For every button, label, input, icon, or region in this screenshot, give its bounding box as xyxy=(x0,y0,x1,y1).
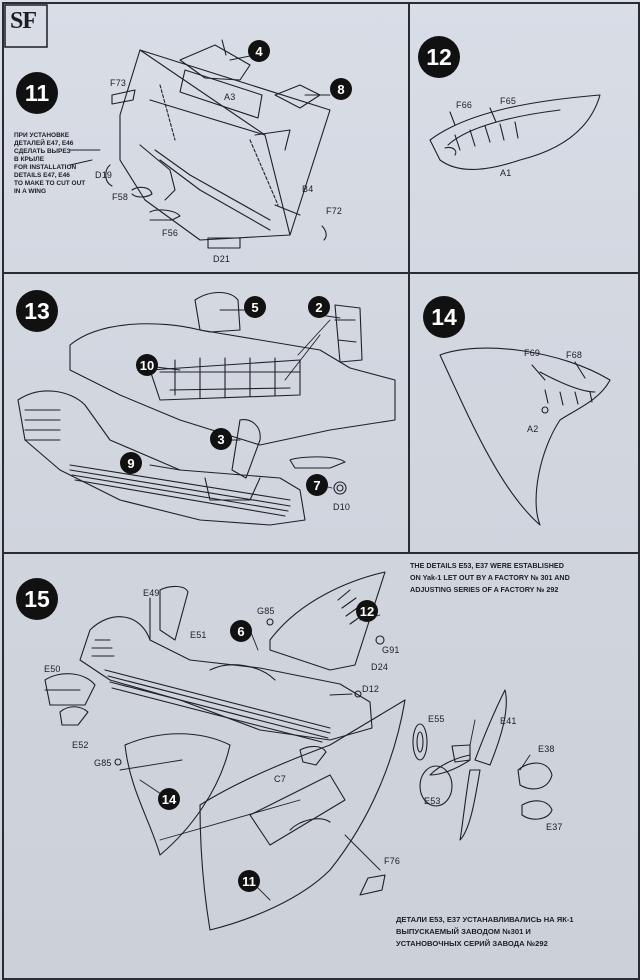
wheel-well-a1-drawing xyxy=(429,94,601,170)
part-label-e55: E55 xyxy=(428,714,445,724)
fuselage-lower-drawing xyxy=(17,390,347,526)
part-label-f66: F66 xyxy=(456,100,473,110)
part-label-g91: G91 xyxy=(382,645,400,655)
wing-center-section-drawing xyxy=(105,39,331,249)
note-line: ПРИ УСТАНОВКЕ xyxy=(14,132,70,139)
part-label-c7: C7 xyxy=(274,774,286,784)
part-label-a1: A1 xyxy=(500,168,512,178)
subassembly-marker-5: 5 xyxy=(244,296,266,318)
part-label-f76: F76 xyxy=(384,856,401,866)
subassembly-marker-2: 2 xyxy=(308,296,330,318)
note-line: УСТАНОВОЧНЫХ СЕРИЙ ЗАВОДА №292 xyxy=(396,939,548,948)
part-label-e52: E52 xyxy=(72,740,89,750)
step-number-11: 11 xyxy=(16,72,58,114)
step-number-14: 14 xyxy=(423,296,465,338)
step-number-13: 13 xyxy=(16,290,58,332)
part-label-a3: A3 xyxy=(224,92,236,102)
logo-text: SF xyxy=(10,8,37,34)
part-label-e49: E49 xyxy=(143,588,160,598)
note-line: ДЕТАЛЕЙ Е47, Е46 xyxy=(14,140,74,147)
note-line: ВЫПУСКАЕМЫЙ ЗАВОДОМ №301 И xyxy=(396,927,531,936)
note-line: ДЕТАЛИ Е53, Е37 УСТАНАВЛИВАЛИСЬ НА ЯК-1 xyxy=(396,915,574,924)
manufacturer-logo: SF xyxy=(4,4,48,48)
step-number-12: 12 xyxy=(418,36,460,78)
part-label-e50: E50 xyxy=(44,664,61,674)
part-label-g85-lower: G85 xyxy=(94,758,112,768)
part-label-f73: F73 xyxy=(110,78,127,88)
subassembly-marker-7: 7 xyxy=(306,474,328,496)
subassembly-marker-3: 3 xyxy=(210,428,232,450)
part-label-g85-upper: G85 xyxy=(257,606,275,616)
step-number-15: 15 xyxy=(16,578,58,620)
subassembly-marker-9: 9 xyxy=(120,452,142,474)
part-label-d21: D21 xyxy=(213,254,231,264)
part-label-b4: B4 xyxy=(302,184,314,194)
part-label-e41: E41 xyxy=(500,716,517,726)
subassembly-marker-15-11: 11 xyxy=(238,870,260,892)
note-line: FOR INSTALLATION xyxy=(14,164,77,171)
note-line: ON Yak-1 LET OUT BY A FACTORY № 301 AND xyxy=(410,573,570,582)
panel-step-15 xyxy=(2,552,640,980)
wheel-well-a2-drawing xyxy=(439,347,611,526)
note-line: В КРЫЛЕ xyxy=(14,156,45,163)
part-label-d10: D10 xyxy=(333,502,351,512)
part-label-d24: D24 xyxy=(371,662,389,672)
note-line: ADJUSTING SERIES OF A FACTORY № 292 xyxy=(410,585,559,594)
fuselage-side-drawing xyxy=(69,291,396,479)
subassembly-marker-15-6: 6 xyxy=(230,620,252,642)
part-label-f56: F56 xyxy=(162,228,179,238)
part-label-e53: E53 xyxy=(424,796,441,806)
subassembly-marker-15-12: 12 xyxy=(356,600,378,622)
subassembly-marker-4: 4 xyxy=(248,40,270,62)
subassembly-marker-8: 8 xyxy=(330,78,352,100)
part-label-d19: D19 xyxy=(95,170,113,180)
part-label-e37: E37 xyxy=(546,822,563,832)
part-label-e38: E38 xyxy=(538,744,555,754)
part-label-f68: F68 xyxy=(566,350,583,360)
factory-note-english: THE DETAILS E53, E37 WERE ESTABLISHED ON… xyxy=(410,560,636,596)
part-label-f58: F58 xyxy=(112,192,129,202)
part-label-a2: A2 xyxy=(527,424,539,434)
part-label-f69: F69 xyxy=(524,348,541,358)
note-line: СДЕЛАТЬ ВЫРЕЗ xyxy=(14,148,71,155)
logo-badge-icon xyxy=(4,4,48,48)
final-assembly-drawing xyxy=(44,571,553,931)
part-label-f65: F65 xyxy=(500,96,517,106)
part-label-f72: F72 xyxy=(326,206,343,216)
subassembly-marker-10: 10 xyxy=(136,354,158,376)
note-line: DETAILS E47, E46 xyxy=(14,172,70,179)
subassembly-marker-15-14: 14 xyxy=(158,788,180,810)
callout-arrows xyxy=(69,54,531,901)
factory-note-russian: ДЕТАЛИ Е53, Е37 УСТАНАВЛИВАЛИСЬ НА ЯК-1 … xyxy=(396,914,634,950)
cutout-note-step-11: ПРИ УСТАНОВКЕ ДЕТАЛЕЙ Е47, Е46 СДЕЛАТЬ В… xyxy=(14,132,102,196)
note-line: IN A WING xyxy=(14,188,47,195)
note-line: TO MAKE TO CUT OUT xyxy=(14,180,86,187)
note-line: THE DETAILS E53, E37 WERE ESTABLISHED xyxy=(410,561,564,570)
part-label-d12: D12 xyxy=(362,684,380,694)
part-label-e51: E51 xyxy=(190,630,207,640)
